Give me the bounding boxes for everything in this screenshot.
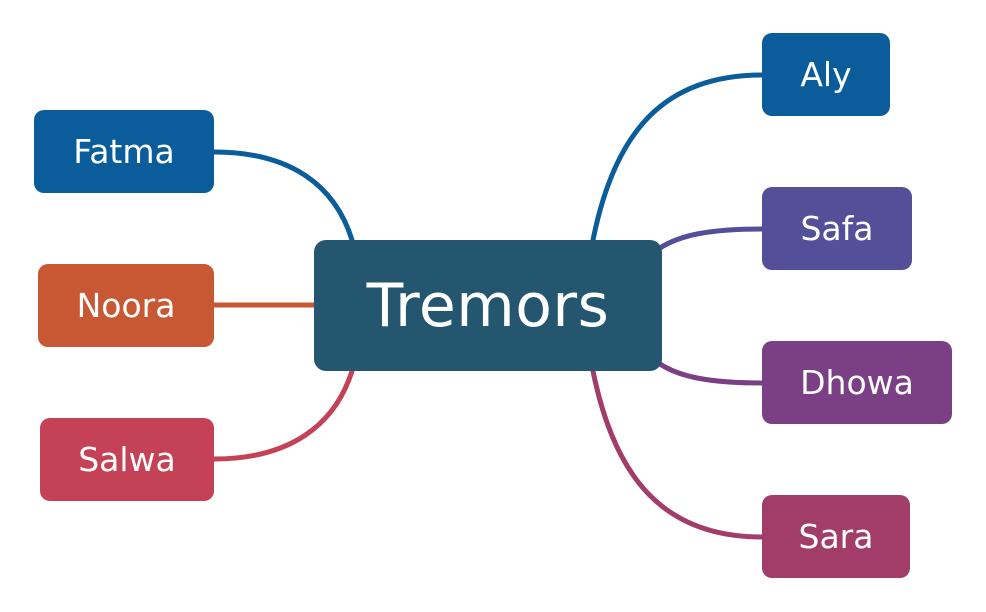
branch-node-sara[interactable]: Sara — [762, 495, 910, 578]
branch-node-dhowa[interactable]: Dhowa — [762, 341, 952, 424]
connector-salwa — [211, 368, 355, 462]
branch-node-aly[interactable]: Aly — [762, 33, 890, 116]
branch-node-salwa[interactable]: Salwa — [40, 418, 214, 501]
central-topic-node[interactable]: Tremors — [314, 240, 662, 371]
branch-node-fatma[interactable]: Fatma — [34, 110, 214, 193]
branch-label-fatma: Fatma — [73, 132, 175, 171]
connector-sara — [590, 368, 765, 540]
branch-label-safa: Safa — [800, 209, 874, 248]
connector-safa — [657, 226, 765, 251]
connector-dhowa — [657, 361, 765, 386]
branch-node-noora[interactable]: Noora — [38, 264, 214, 347]
branch-label-noora: Noora — [76, 286, 176, 325]
branch-node-safa[interactable]: Safa — [762, 187, 912, 270]
branch-label-dhowa: Dhowa — [800, 363, 914, 402]
central-topic-label: Tremors — [366, 270, 610, 341]
branch-label-sara: Sara — [798, 517, 874, 556]
connector-aly — [590, 72, 765, 243]
branch-label-salwa: Salwa — [78, 440, 176, 479]
branch-label-aly: Aly — [800, 55, 852, 94]
connector-fatma — [211, 149, 355, 243]
